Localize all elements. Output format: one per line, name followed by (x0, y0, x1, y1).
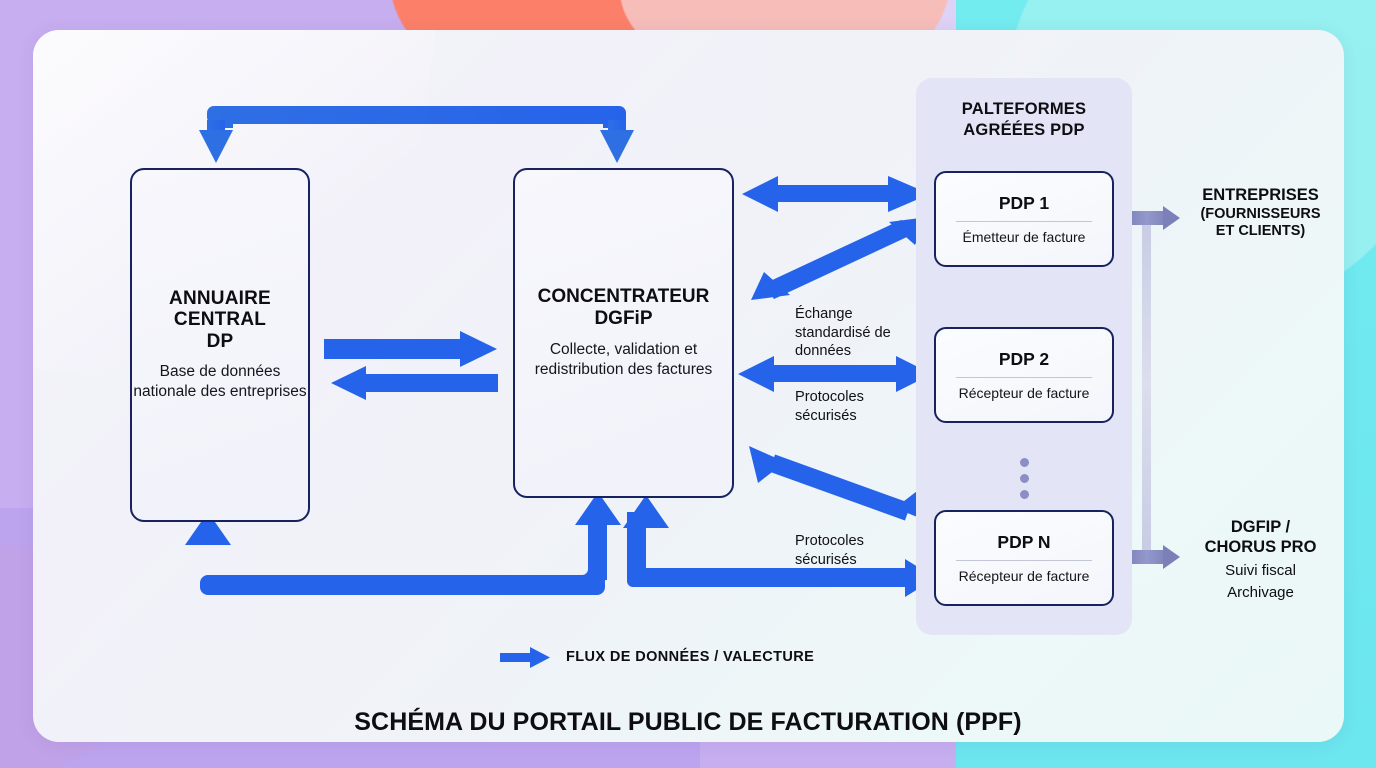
label-entreprises: ENTREPRISES (FOURNISSEURS ET CLIENTS) (1158, 186, 1363, 241)
label-entreprises-line2: (FOURNISSEURS (1200, 205, 1321, 222)
diagram-title: SCHÉMA DU PORTAIL PUBLIC DE FACTURATION … (354, 708, 1022, 736)
node-concentrateur-dgfip[interactable]: CONCENTRATEUR DGFiP Collecte, validation… (513, 168, 734, 498)
pdp-box-n[interactable]: PDP N Récepteur de facture (934, 510, 1114, 606)
pdp-2-role: Récepteur de facture (958, 385, 1090, 401)
dot-2 (1019, 474, 1029, 483)
node-annuaire-subtitle: Base de données nationale des entreprise… (133, 363, 307, 401)
label-dgfip-line3: Suivi fiscal (1225, 561, 1296, 579)
pdp-2-name: PDP 2 (998, 349, 1050, 369)
dot-1 (1019, 458, 1029, 467)
pdp-1-name: PDP 1 (998, 193, 1050, 213)
dot-3 (1019, 490, 1029, 499)
node-annuaire-central[interactable]: ANNUAIRE CENTRAL DP Base de données nati… (130, 168, 310, 522)
vertical-dots-icon (916, 451, 1132, 499)
pdp-panel: PALTEFORMES AGRÉÉES PDP PDP 1 Émetteur d… (916, 78, 1132, 635)
node-concentrateur-subtitle: Collecte, validation et redistribution d… (534, 340, 713, 378)
label-entreprises-line3: ET CLIENTS) (1215, 223, 1306, 240)
pdp-box-1[interactable]: PDP 1 Émetteur de facture (934, 171, 1114, 267)
legend-label: FLUX DE DONNÉES / VALECTURE (566, 649, 815, 665)
pdp-panel-title: PALTEFORMES AGRÉÉES PDP (916, 99, 1132, 140)
label-dgfip-line4: Archivage (1227, 584, 1294, 602)
flow-label-protocoles-top: Protocoles sécurisés (795, 389, 864, 424)
label-dgfip-line2: CHORUS PRO (1204, 537, 1317, 556)
node-annuaire-title: ANNUAIRE CENTRAL DP (169, 288, 271, 354)
node-concentrateur-title-line2: DGFiP (594, 307, 653, 329)
node-annuaire-title-line2: CENTRAL (173, 309, 267, 331)
pdp-2-divider (956, 377, 1092, 378)
flow-label-echange: Échange standardisé de données (795, 306, 891, 360)
pdp-panel-title-line1: PALTEFORMES (961, 100, 1087, 118)
pdp-panel-title-line2: AGRÉÉES PDP (963, 120, 1085, 139)
pdp-n-name: PDP N (997, 532, 1051, 552)
label-entreprises-line1: ENTREPRISES (1202, 186, 1319, 204)
arrow-right-icon (500, 647, 550, 668)
node-annuaire-title-line3: DP (206, 331, 234, 353)
pdp-n-role: Récepteur de facture (958, 568, 1090, 584)
pdp-box-2[interactable]: PDP 2 Récepteur de facture (934, 327, 1114, 423)
pdp-n-divider (956, 560, 1092, 561)
label-dgfip-line1: DGFIP / (1230, 518, 1291, 536)
legend: FLUX DE DONNÉES / VALECTURE (500, 645, 900, 669)
node-annuaire-title-line1: ANNUAIRE (169, 287, 271, 309)
node-concentrateur-title-line1: CONCENTRATEUR (537, 286, 710, 308)
pdp-1-role: Émetteur de facture (962, 229, 1086, 245)
flow-label-protocoles-bottom: Protocoles sécurisés (795, 533, 864, 568)
label-dgfip-chorus-pro: DGFIP / CHORUS PRO Suivi fiscal Archivag… (1158, 518, 1363, 603)
pdp-1-divider (956, 221, 1092, 222)
node-concentrateur-title: CONCENTRATEUR DGFiP (538, 286, 710, 330)
